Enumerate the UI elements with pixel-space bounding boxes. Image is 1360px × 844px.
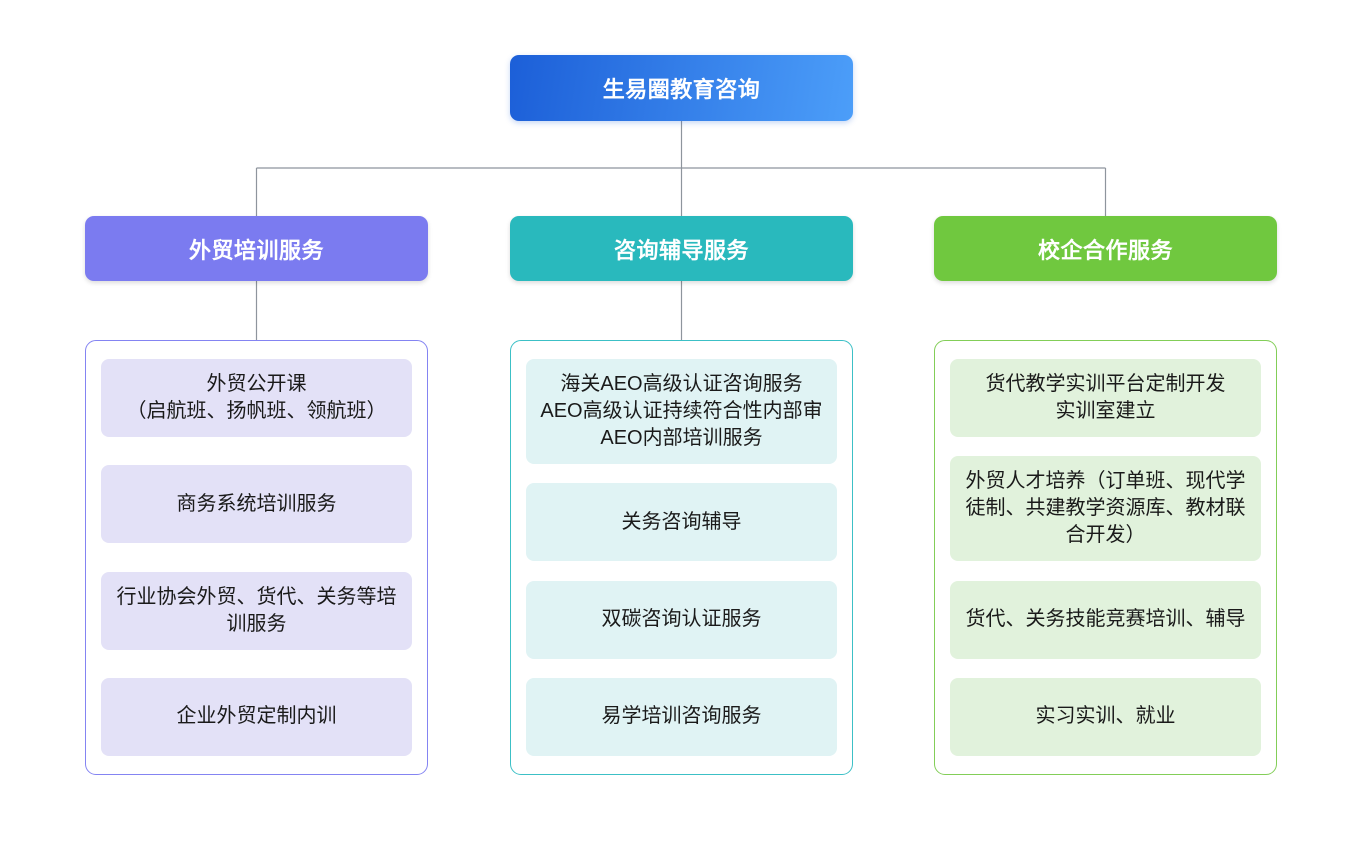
service-item[interactable]: 企业外贸定制内训 xyxy=(101,677,412,756)
service-item[interactable]: 货代教学实训平台定制开发 实训室建立 xyxy=(950,359,1261,437)
branch-group-consulting-coaching: 海关AEO高级认证咨询服务 AEO高级认证持续符合性内部审 AEO内部培训服务 … xyxy=(510,340,853,775)
service-item[interactable]: 双碳咨询认证服务 xyxy=(526,580,837,659)
root-node[interactable]: 生易圈教育咨询 xyxy=(510,55,853,121)
service-item[interactable]: 商务系统培训服务 xyxy=(101,465,412,544)
branch-header-consulting-coaching[interactable]: 咨询辅导服务 xyxy=(510,216,853,281)
service-item[interactable]: 货代、关务技能竞赛培训、辅导 xyxy=(950,580,1261,659)
service-item[interactable]: 实习实训、就业 xyxy=(950,677,1261,756)
service-item[interactable]: 行业协会外贸、货代、关务等培训服务 xyxy=(101,571,412,650)
service-item[interactable]: 外贸公开课 （启航班、扬帆班、领航班） xyxy=(101,359,412,437)
root-node-label: 生易圈教育咨询 xyxy=(602,77,761,102)
service-item[interactable]: 易学培训咨询服务 xyxy=(526,677,837,756)
service-item[interactable]: 关务咨询辅导 xyxy=(526,483,837,562)
service-item[interactable]: 外贸人才培养（订单班、现代学徒制、共建教学资源库、教材联合开发） xyxy=(950,456,1261,562)
branch-group-foreign-trade-training: 外贸公开课 （启航班、扬帆班、领航班） 商务系统培训服务 行业协会外贸、货代、关… xyxy=(85,340,428,775)
branch-header-label: 咨询辅导服务 xyxy=(613,237,749,263)
branch-header-foreign-trade-training[interactable]: 外贸培训服务 xyxy=(85,216,428,281)
branch-header-school-enterprise-cooperation[interactable]: 校企合作服务 xyxy=(934,216,1277,281)
branch-header-label: 校企合作服务 xyxy=(1037,237,1173,263)
service-item[interactable]: 海关AEO高级认证咨询服务 AEO高级认证持续符合性内部审 AEO内部培训服务 xyxy=(526,359,837,464)
branch-header-label: 外贸培训服务 xyxy=(188,237,324,263)
branch-group-school-enterprise-cooperation: 货代教学实训平台定制开发 实训室建立 外贸人才培养（订单班、现代学徒制、共建教学… xyxy=(934,340,1277,775)
